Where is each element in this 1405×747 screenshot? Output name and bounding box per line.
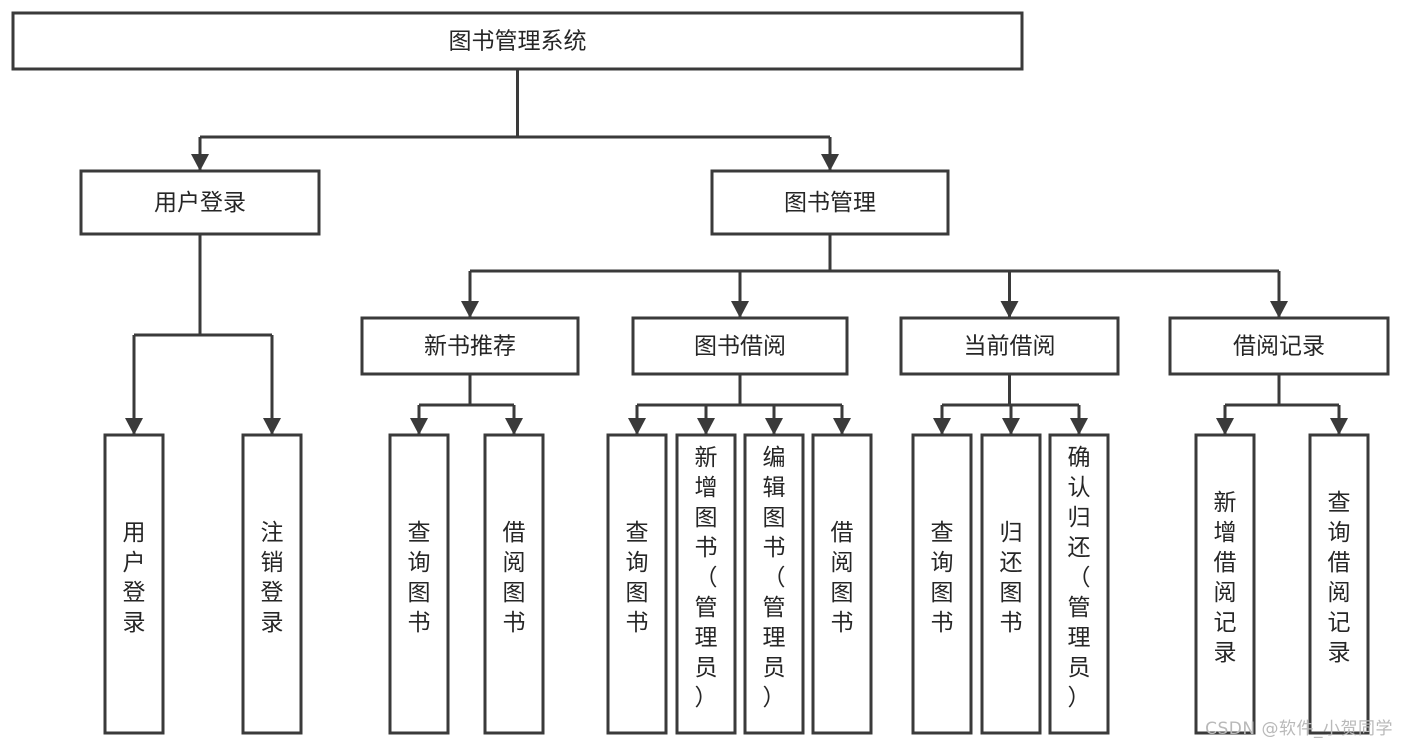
node-label-current-borrow: 当前借阅: [964, 334, 1056, 360]
node-user-login[interactable]: 用户登录: [79, 169, 321, 236]
node-label-user-login: 用户登录: [154, 190, 246, 216]
connector-arrowhead: [628, 418, 646, 435]
connector-layer: [125, 69, 1348, 435]
connector-arrowhead: [505, 418, 523, 435]
connector-arrowhead: [821, 154, 839, 171]
node-label-leaf-borrow-book-recommend: 借阅图书: [503, 520, 526, 636]
node-box-current-borrow[interactable]: [899, 316, 1120, 376]
node-label-leaf-borrow-book: 借阅图书: [831, 520, 854, 636]
connector-arrowhead: [833, 418, 851, 435]
node-leaf-confirm-return[interactable]: 确认归还（管理员）: [1048, 433, 1110, 735]
node-leaf-add-book[interactable]: 新增图书（管理员）: [675, 433, 737, 735]
node-leaf-query-book-recommend[interactable]: 查询图书: [388, 433, 450, 735]
connector-arrowhead: [731, 301, 749, 318]
node-leaf-edit-book[interactable]: 编辑图书（管理员）: [743, 433, 805, 735]
connector-arrowhead: [191, 154, 209, 171]
node-box-user-login[interactable]: [79, 169, 321, 236]
node-box-leaf-query-book-borrow[interactable]: [606, 433, 668, 735]
node-leaf-return-book[interactable]: 归还图书: [980, 433, 1042, 735]
node-borrow-record[interactable]: 借阅记录: [1168, 316, 1390, 376]
node-leaf-query-book-borrow[interactable]: 查询图书: [606, 433, 668, 735]
node-leaf-borrow-book-recommend[interactable]: 借阅图书: [483, 433, 545, 735]
node-label-leaf-query-book-current: 查询图书: [931, 520, 954, 636]
node-box-leaf-edit-book[interactable]: [743, 433, 805, 735]
node-box-leaf-borrow-book[interactable]: [811, 433, 873, 735]
node-label-book-management: 图书管理: [784, 190, 876, 216]
node-label-root: 图书管理系统: [449, 29, 587, 55]
node-leaf-query-borrow-record[interactable]: 查询借阅记录: [1308, 433, 1370, 735]
connector-arrowhead: [765, 418, 783, 435]
node-leaf-query-book-current[interactable]: 查询图书: [911, 433, 973, 735]
connector-arrowhead: [125, 418, 143, 435]
node-label-leaf-add-borrow-record: 新增借阅记录: [1214, 490, 1237, 666]
node-box-leaf-user-login[interactable]: [103, 433, 165, 735]
connector-arrowhead: [933, 418, 951, 435]
node-leaf-user-login[interactable]: 用户登录: [103, 433, 165, 735]
node-label-leaf-add-book: 新增图书（管理员）: [695, 445, 718, 711]
connector-arrowhead: [461, 301, 479, 318]
node-book-management[interactable]: 图书管理: [710, 169, 950, 236]
node-label-leaf-confirm-return: 确认归还（管理员）: [1068, 445, 1091, 711]
node-new-book-recommend[interactable]: 新书推荐: [360, 316, 580, 376]
node-leaf-user-logout[interactable]: 注销登录: [241, 433, 303, 735]
node-box-book-borrow[interactable]: [631, 316, 849, 376]
node-box-leaf-add-book[interactable]: [675, 433, 737, 735]
node-book-borrow[interactable]: 图书借阅: [631, 316, 849, 376]
node-label-leaf-query-book-recommend: 查询图书: [408, 520, 431, 636]
node-leaf-add-borrow-record[interactable]: 新增借阅记录: [1194, 433, 1256, 735]
connector-arrowhead: [1330, 418, 1348, 435]
node-label-leaf-user-login: 用户登录: [123, 520, 146, 636]
node-box-leaf-confirm-return[interactable]: [1048, 433, 1110, 735]
connector-arrowhead: [410, 418, 428, 435]
node-label-borrow-record: 借阅记录: [1233, 334, 1325, 360]
connector-arrowhead: [1070, 418, 1088, 435]
node-current-borrow[interactable]: 当前借阅: [899, 316, 1120, 376]
node-label-leaf-user-logout: 注销登录: [261, 520, 284, 636]
connector-arrowhead: [1000, 301, 1019, 318]
node-root[interactable]: 图书管理系统: [11, 11, 1024, 71]
node-box-root[interactable]: [11, 11, 1024, 71]
node-box-leaf-borrow-book-recommend[interactable]: [483, 433, 545, 735]
node-layer: 图书管理系统用户登录图书管理新书推荐图书借阅当前借阅借阅记录用户登录注销登录查询…: [11, 11, 1390, 735]
node-leaf-borrow-book[interactable]: 借阅图书: [811, 433, 873, 735]
node-label-leaf-return-book: 归还图书: [1000, 520, 1023, 636]
node-box-leaf-add-borrow-record[interactable]: [1194, 433, 1256, 735]
node-box-leaf-user-logout[interactable]: [241, 433, 303, 735]
node-label-leaf-query-book-borrow: 查询图书: [626, 520, 649, 636]
node-box-leaf-query-book-current[interactable]: [911, 433, 973, 735]
node-label-new-book-recommend: 新书推荐: [424, 334, 516, 360]
connector-arrowhead: [263, 418, 281, 435]
node-box-borrow-record[interactable]: [1168, 316, 1390, 376]
node-box-leaf-return-book[interactable]: [980, 433, 1042, 735]
connector-arrowhead: [1216, 418, 1234, 435]
node-label-leaf-query-borrow-record: 查询借阅记录: [1328, 490, 1351, 666]
node-label-leaf-edit-book: 编辑图书（管理员）: [763, 445, 786, 711]
node-box-new-book-recommend[interactable]: [360, 316, 580, 376]
node-box-leaf-query-book-recommend[interactable]: [388, 433, 450, 735]
node-label-book-borrow: 图书借阅: [694, 334, 786, 360]
node-box-book-management[interactable]: [710, 169, 950, 236]
csdn-watermark: CSDN @软件_小贺同学: [1205, 719, 1393, 739]
connector-arrowhead: [1270, 301, 1288, 318]
connector-arrowhead: [697, 418, 715, 435]
node-box-leaf-query-borrow-record[interactable]: [1308, 433, 1370, 735]
connector-arrowhead: [1002, 418, 1020, 435]
